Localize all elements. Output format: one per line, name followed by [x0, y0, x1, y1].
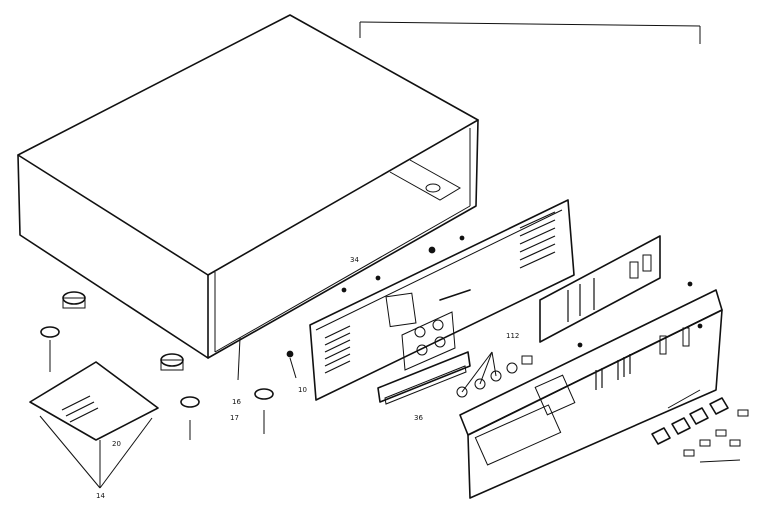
feet: 14	[39, 291, 274, 500]
label-screw-b: 16	[232, 398, 241, 406]
knobs	[456, 351, 533, 398]
front-meter-slots	[595, 354, 631, 390]
rear-vent-left	[324, 325, 351, 374]
label-base-plate: 20	[112, 440, 121, 448]
label-rear-panel: 10	[298, 386, 307, 394]
label-bracket: 36	[414, 414, 423, 422]
base-plate-vents	[61, 395, 99, 423]
push-buttons	[651, 389, 749, 463]
bracket	[377, 351, 471, 405]
label-vent-plate: 112	[506, 332, 519, 340]
cabinet-cover	[17, 14, 479, 381]
label-grommet: 34	[350, 256, 359, 264]
label-screw-a: 17	[230, 414, 239, 422]
rear-panel	[309, 199, 575, 401]
label-feet: 14	[96, 492, 105, 500]
rear-vent-right	[519, 211, 556, 269]
screws	[286, 235, 693, 379]
base-plate: 20	[29, 361, 159, 448]
vent-plate: 112	[506, 235, 661, 343]
scan-noise	[359, 21, 701, 44]
front-panel	[459, 289, 723, 499]
